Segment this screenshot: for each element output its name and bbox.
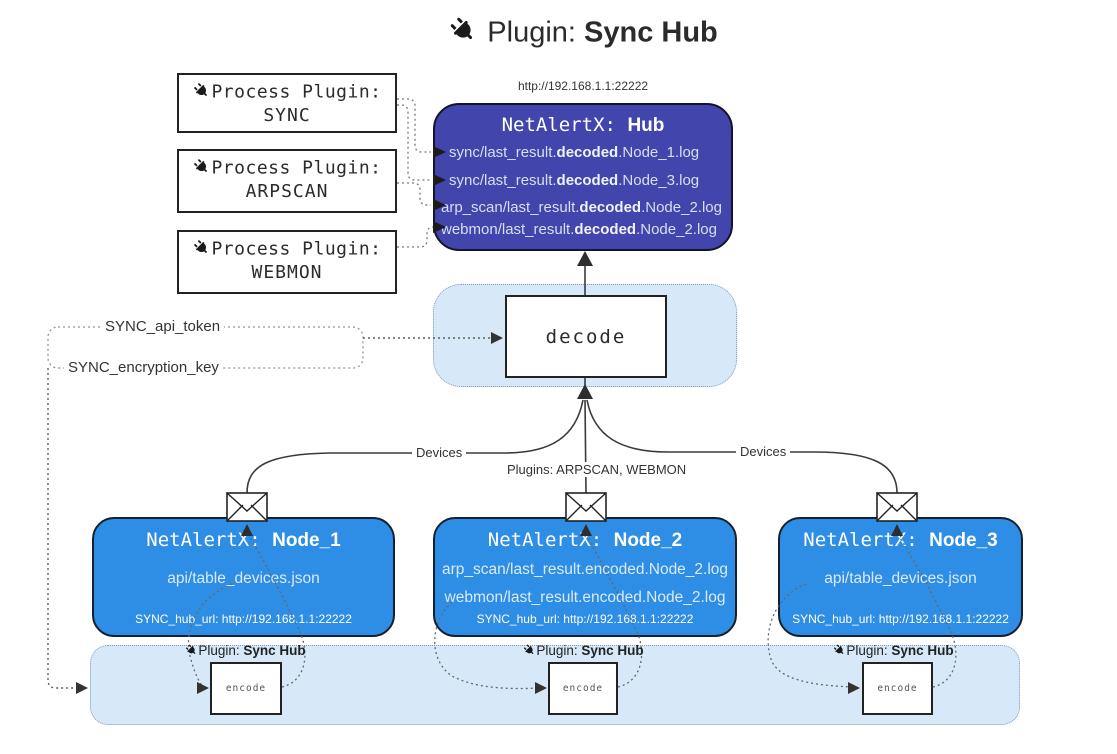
key-to-encoders-arrowhead	[76, 682, 88, 694]
node-name: Node_1	[272, 530, 341, 551]
encoder-plugin-label: Plugin: Sync Hub	[184, 643, 306, 658]
node-2-box: NetAlertX: Node_2 arp_scan/last_result.e…	[433, 517, 737, 637]
decode-box: decode	[505, 295, 667, 378]
title-label: Plugin:	[487, 16, 576, 49]
encode-box: encode	[210, 662, 282, 715]
plug-icon	[184, 643, 198, 657]
process-plugin-label: Process Plugin:	[211, 81, 382, 103]
process-plugin-webmon: Process Plugin: WEBMON	[177, 230, 397, 294]
process-plugin-arpscan: Process Plugin: ARPSCAN	[177, 149, 397, 213]
devices-right-label: Devices	[736, 444, 791, 459]
hub-log-line: sync/last_result.decoded.Node_3.log	[449, 172, 700, 189]
plugins-label: Plugins: ARPSCAN, WEBMON	[503, 462, 691, 477]
process-plugin-name: ARPSCAN	[245, 181, 329, 203]
devices-left-label: Devices	[412, 445, 467, 460]
hub-box: NetAlertX: Hub sync/last_result.decoded.…	[433, 103, 733, 251]
plug-icon	[832, 643, 846, 657]
process-plugin-label: Process Plugin:	[211, 238, 382, 260]
encode-box: encode	[862, 662, 933, 715]
encoder-plugin-label: Plugin: Sync Hub	[832, 643, 954, 658]
hub-log-line: arp_scan/last_result.decoded.Node_2.log	[441, 199, 722, 216]
hub-log-line: webmon/last_result.decoded.Node_2.log	[441, 221, 717, 238]
decode-to-hub-arrowhead	[577, 251, 593, 266]
hub-name-prefix: NetAlertX:	[501, 114, 628, 136]
process-plugin-name: WEBMON	[251, 262, 323, 284]
node-file: api/table_devices.json	[824, 570, 977, 587]
node-hub-url: SYNC_hub_url: http://192.168.1.1:22222	[135, 612, 352, 626]
plug-icon	[192, 238, 211, 257]
hub-name: Hub	[627, 115, 665, 136]
hub-url: http://192.168.1.1:22222	[517, 79, 649, 93]
plugin-to-hub-connectors	[397, 98, 434, 248]
node-1-box: NetAlertX: Node_1 api/table_devices.json…	[92, 517, 395, 637]
plug-icon	[522, 643, 536, 657]
hub-log-line: sync/last_result.decoded.Node_1.log	[449, 144, 700, 161]
process-plugin-name: SYNC	[263, 105, 311, 127]
page-title: Plugin: Sync Hub	[24, 14, 1117, 50]
sync-api-token-label: SYNC_api_token	[101, 318, 225, 335]
title-name: Sync Hub	[584, 16, 718, 49]
node-hub-url: SYNC_hub_url: http://192.168.1.1:22222	[792, 612, 1009, 626]
node-name: Node_3	[929, 530, 998, 551]
process-plugin-sync: Process Plugin: SYNC	[177, 73, 397, 133]
node-3-box: NetAlertX: Node_3 api/table_devices.json…	[778, 517, 1023, 637]
plug-icon	[447, 14, 479, 46]
encoder-plugin-label: Plugin: Sync Hub	[522, 643, 644, 658]
plug-icon	[192, 81, 211, 100]
plug-icon	[192, 157, 211, 176]
node-hub-url: SYNC_hub_url: http://192.168.1.1:22222	[476, 612, 694, 626]
node-file: webmon/last_result.encoded.Node_2.log	[444, 589, 726, 606]
node-file: arp_scan/last_result.encoded.Node_2.log	[441, 561, 729, 578]
node-file: api/table_devices.json	[167, 570, 320, 587]
node-name: Node_2	[613, 530, 683, 551]
decode-label: decode	[545, 325, 627, 348]
process-plugin-label: Process Plugin:	[211, 157, 382, 179]
sync-encryption-key-label: SYNC_encryption_key	[64, 359, 223, 376]
encode-box: encode	[548, 662, 618, 715]
